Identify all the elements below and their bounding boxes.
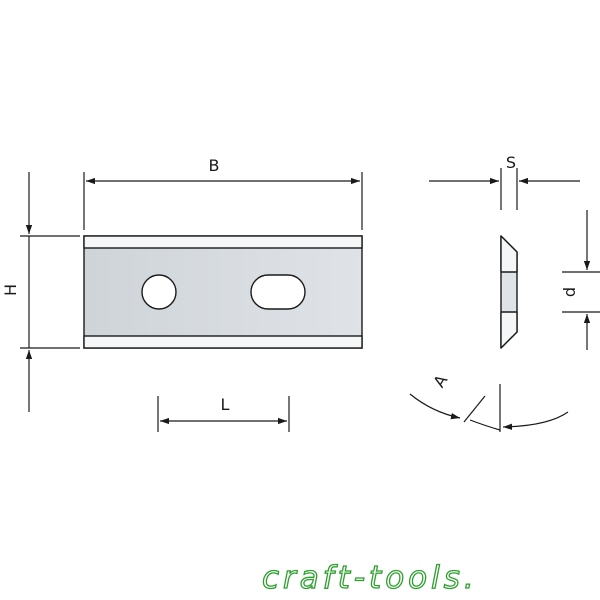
dimension-b <box>83 172 363 230</box>
top-bevel <box>83 235 363 249</box>
dimension-l-label: L <box>221 395 230 414</box>
bottom-bevel <box>83 335 363 349</box>
brand-logo: craft-tools. <box>261 559 478 596</box>
dimension-a <box>409 384 569 432</box>
insert-front-view <box>83 235 363 349</box>
side-bottom-bevel <box>500 311 518 349</box>
dimension-d-label: d <box>560 287 579 297</box>
dimension-l <box>157 396 290 432</box>
dimension-d <box>562 210 600 350</box>
side-top-bevel <box>500 235 518 273</box>
insert-side-view <box>500 235 518 349</box>
dimension-h-label: H <box>1 284 20 296</box>
dimension-a-label: A <box>429 371 451 390</box>
dimension-s <box>429 168 580 210</box>
insert-body <box>83 235 363 349</box>
oblong-slot <box>250 274 306 310</box>
round-hole <box>141 274 177 310</box>
dimension-h <box>20 172 80 412</box>
dimension-s-label: S <box>506 153 516 172</box>
dimension-b-label: B <box>209 156 220 175</box>
